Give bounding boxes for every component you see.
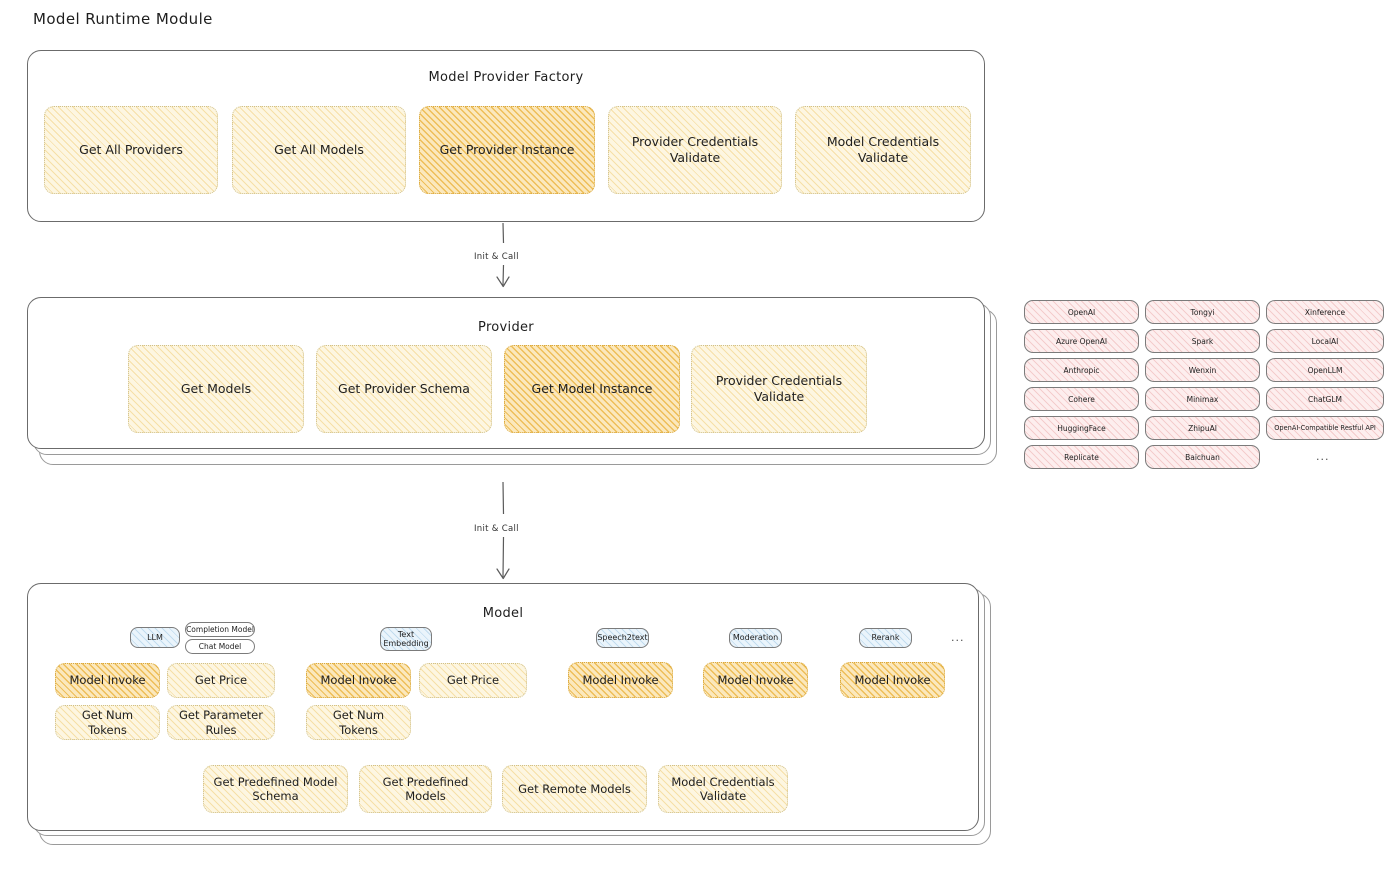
factory-item-model-credentials-validate[interactable]: Model Credentials Validate (795, 106, 971, 194)
provider-title: Provider (478, 320, 534, 335)
rerank-method-model-invoke[interactable]: Model Invoke (840, 662, 945, 698)
provider-chip-azure-openai[interactable]: Azure OpenAI (1024, 329, 1139, 353)
llm-method-get-price[interactable]: Get Price (167, 663, 275, 698)
model-method-get-predefined-models[interactable]: Get Predefined Models (359, 765, 492, 813)
moderation-method-model-invoke[interactable]: Model Invoke (703, 662, 808, 698)
provider-item-get-models[interactable]: Get Models (128, 345, 304, 433)
model-subtag-chat-model[interactable]: Chat Model (185, 639, 255, 654)
provider-chip-openllm[interactable]: OpenLLM (1266, 358, 1384, 382)
page-title: Model Runtime Module (33, 10, 213, 28)
text-embedding-method-model-invoke[interactable]: Model Invoke (306, 663, 411, 698)
provider-chip-localai[interactable]: LocalAI (1266, 329, 1384, 353)
provider-chip-chatglm[interactable]: ChatGLM (1266, 387, 1384, 411)
model-title: Model (482, 606, 524, 621)
provider-chip-cohere[interactable]: Cohere (1024, 387, 1139, 411)
factory-item-provider-credentials-validate[interactable]: Provider Credentials Validate (608, 106, 782, 194)
provider-chip-spark[interactable]: Spark (1145, 329, 1260, 353)
provider-chip-tongyi[interactable]: Tongyi (1145, 300, 1260, 324)
model-provider-factory-title: Model Provider Factory (428, 70, 584, 85)
arrow-1-label: Init & Call (474, 252, 519, 262)
provider-chip-zhipuai[interactable]: ZhipuAI (1145, 416, 1260, 440)
provider-chip-wenxin[interactable]: Wenxin (1145, 358, 1260, 382)
model-method-get-remote-models[interactable]: Get Remote Models (502, 765, 647, 813)
model-type-tag-rerank[interactable]: Rerank (859, 628, 912, 648)
provider-chip-openai-compatible-restful-api[interactable]: OpenAI-Compatible Restful API (1266, 416, 1384, 440)
llm-method-get-num-tokens[interactable]: Get Num Tokens (55, 705, 160, 740)
provider-chip-huggingface[interactable]: HuggingFace (1024, 416, 1139, 440)
model-method-get-predefined-model-schema[interactable]: Get Predefined Model Schema (203, 765, 348, 813)
provider-item-get-provider-schema[interactable]: Get Provider Schema (316, 345, 492, 433)
factory-item-get-provider-instance[interactable]: Get Provider Instance (419, 106, 595, 194)
provider-chip-anthropic[interactable]: Anthropic (1024, 358, 1139, 382)
speech2text-method-model-invoke[interactable]: Model Invoke (568, 662, 673, 698)
arrow-2-label: Init & Call (474, 524, 519, 534)
provider-chip-baichuan[interactable]: Baichuan (1145, 445, 1260, 469)
provider-list: OpenAI Azure OpenAI Anthropic Cohere Hug… (1024, 300, 1384, 476)
llm-method-get-parameter-rules[interactable]: Get Parameter Rules (167, 705, 275, 740)
text-embedding-method-get-num-tokens[interactable]: Get Num Tokens (306, 705, 411, 740)
model-type-tag-speech2text[interactable]: Speech2text (596, 628, 649, 648)
model-types-more: ... (951, 631, 965, 644)
provider-chip-xinference[interactable]: Xinference (1266, 300, 1384, 324)
model-type-tag-moderation[interactable]: Moderation (729, 628, 782, 648)
model-subtag-completion-model[interactable]: Completion Model (185, 622, 255, 637)
text-embedding-method-get-price[interactable]: Get Price (419, 663, 527, 698)
provider-chip-minimax[interactable]: Minimax (1145, 387, 1260, 411)
provider-list-more: ... (1316, 450, 1330, 463)
provider-chip-openai[interactable]: OpenAI (1024, 300, 1139, 324)
model-method-model-credentials-validate[interactable]: Model Credentials Validate (658, 765, 788, 813)
factory-item-get-all-providers[interactable]: Get All Providers (44, 106, 218, 194)
factory-item-get-all-models[interactable]: Get All Models (232, 106, 406, 194)
provider-item-get-model-instance[interactable]: Get Model Instance (504, 345, 680, 433)
provider-chip-replicate[interactable]: Replicate (1024, 445, 1139, 469)
model-type-tag-text-embedding[interactable]: Text Embedding (380, 627, 432, 651)
model-type-tag-llm[interactable]: LLM (130, 627, 180, 648)
llm-method-model-invoke[interactable]: Model Invoke (55, 663, 160, 698)
provider-item-provider-credentials-validate[interactable]: Provider Credentials Validate (691, 345, 867, 433)
